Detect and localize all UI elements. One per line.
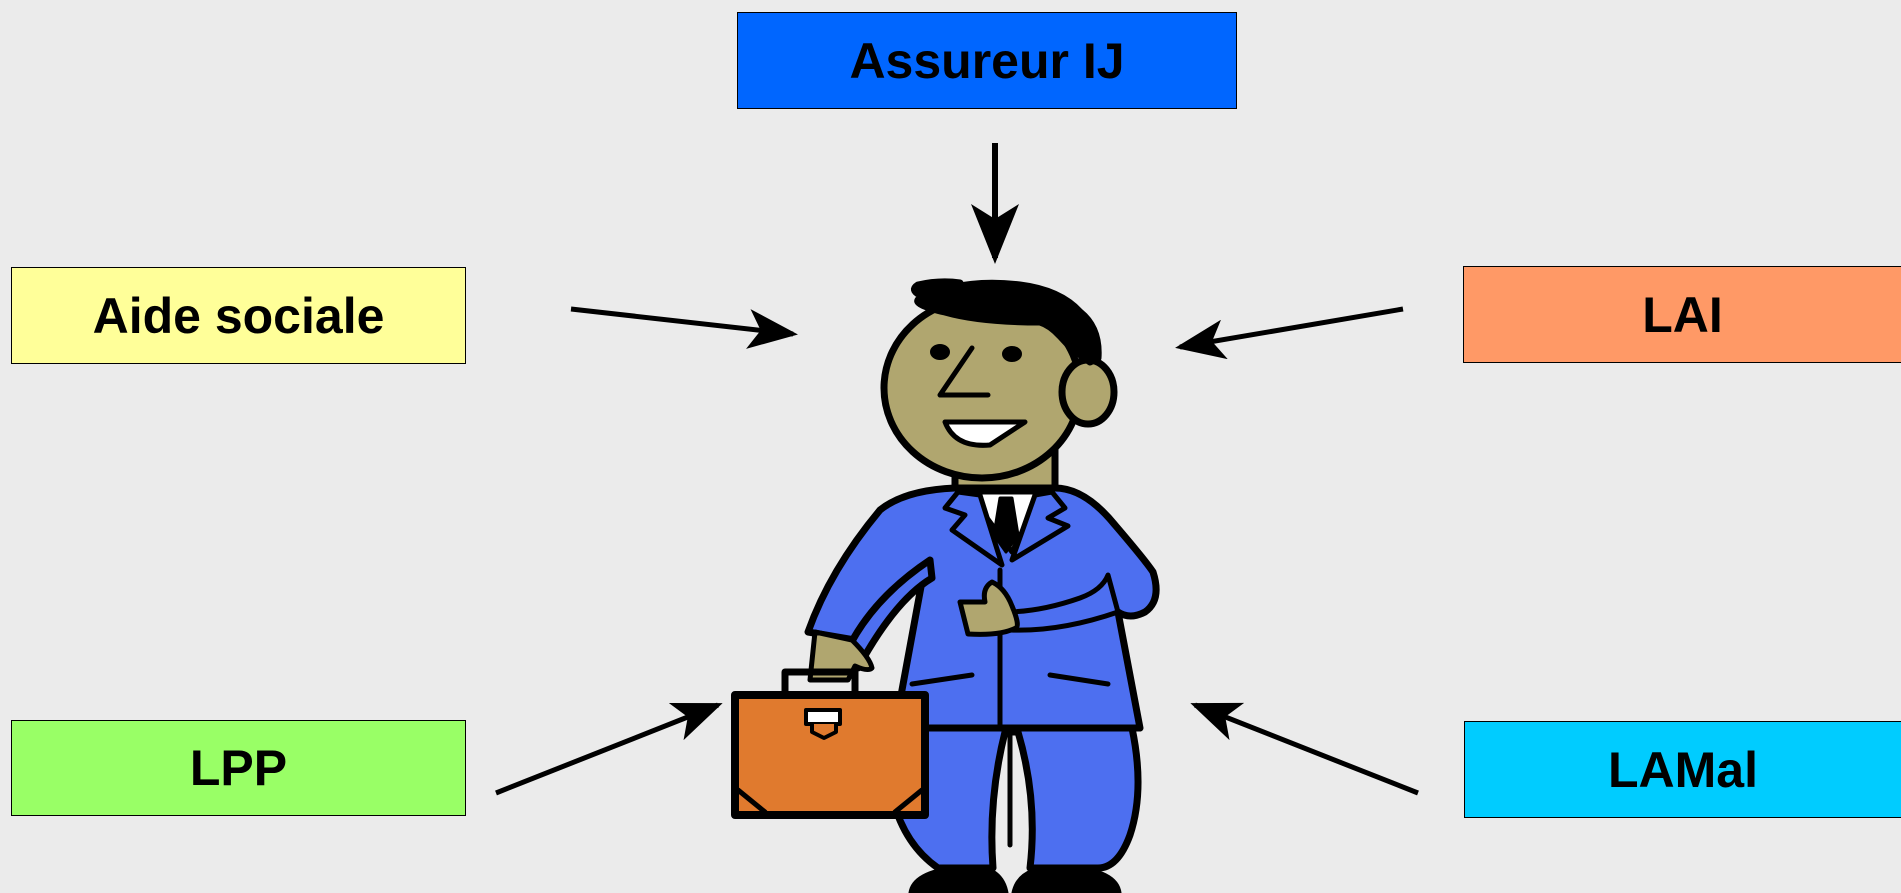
box-assureur-ij-label: Assureur IJ [849, 32, 1125, 89]
box-lamal: LAMal [1464, 721, 1901, 818]
box-lamal-label: LAMal [1608, 741, 1758, 798]
box-lpp: LPP [11, 720, 466, 816]
box-assureur-ij: Assureur IJ [737, 12, 1237, 109]
box-aide-sociale-label: Aide sociale [92, 287, 385, 344]
arrow-from-lamal [1190, 702, 1419, 796]
arrow-from-lai [1175, 306, 1404, 360]
box-lai-label: LAI [1642, 286, 1723, 343]
businessman-icon [731, 278, 1160, 893]
arrow-from-lpp [495, 702, 723, 796]
box-lpp-label: LPP [189, 740, 288, 796]
box-lai: LAI [1463, 266, 1901, 363]
box-aide-sociale: Aide sociale [11, 267, 466, 364]
arrow-from-aide-sociale [570, 306, 798, 349]
